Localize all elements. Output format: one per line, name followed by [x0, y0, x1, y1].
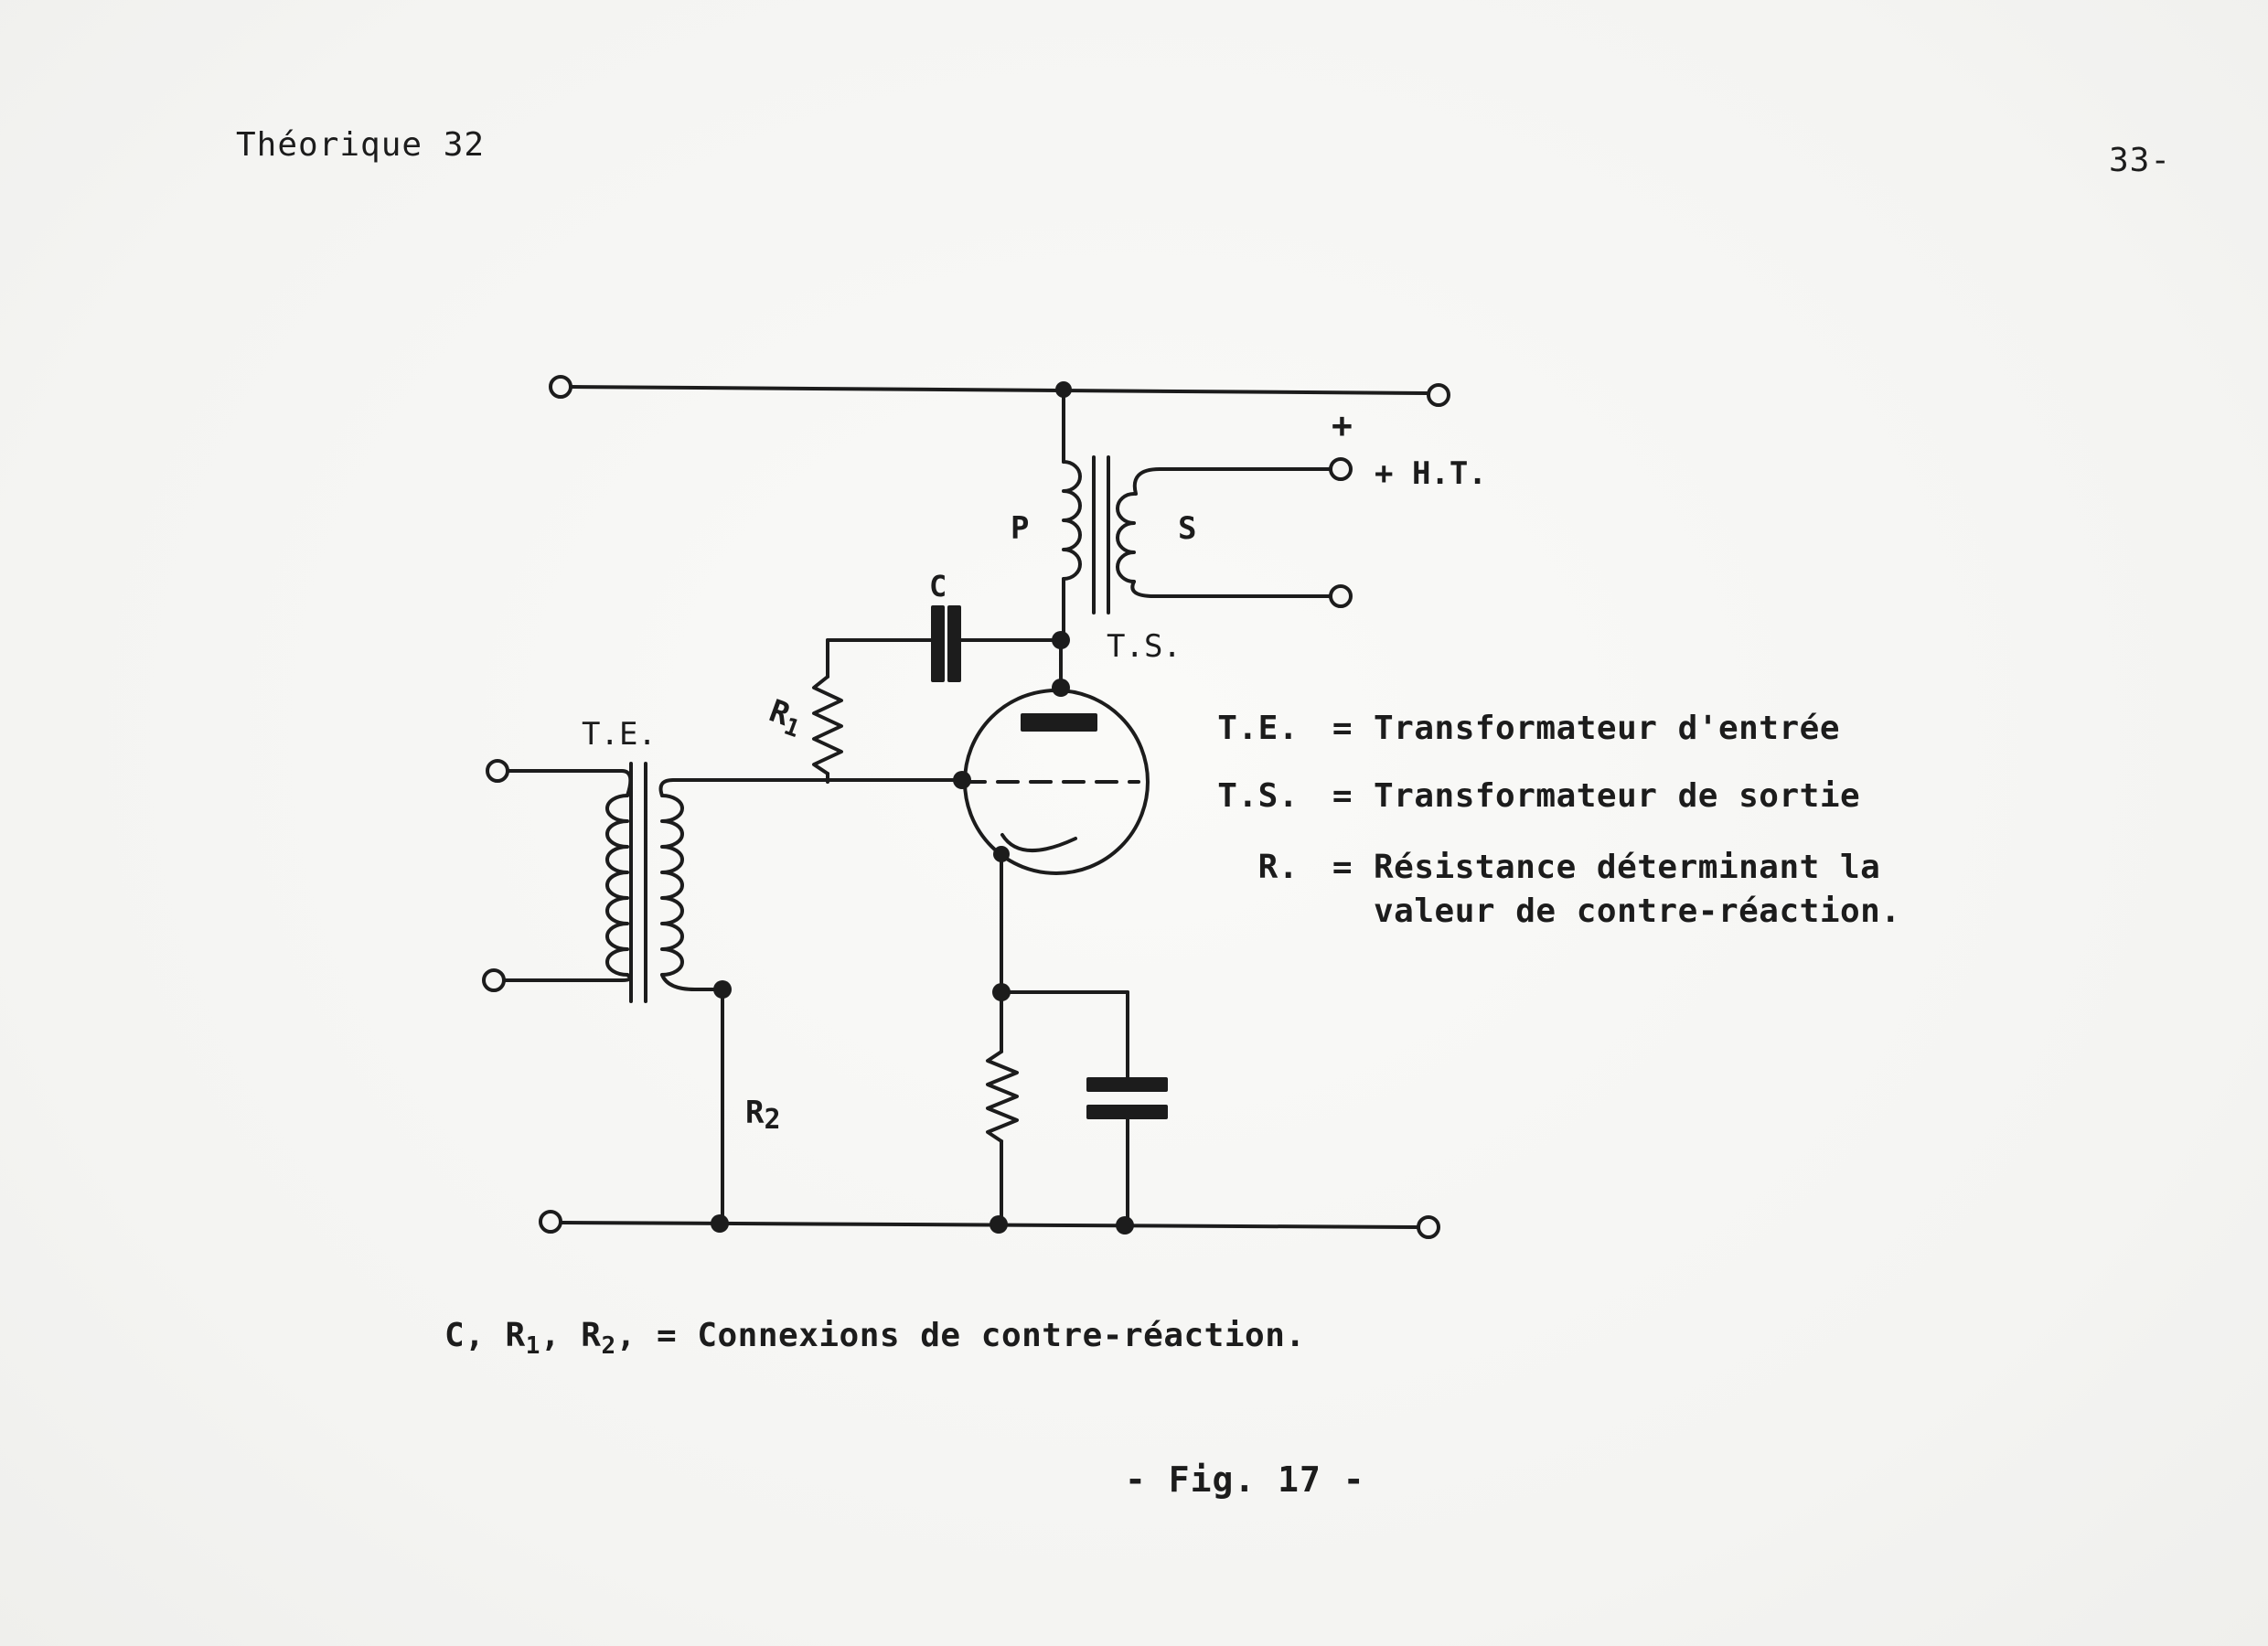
- secondary-label: S: [1178, 510, 1196, 547]
- legend-desc: Transformateur de sortie: [1374, 777, 1861, 815]
- legend-desc: Résistance déterminant la: [1374, 849, 1881, 886]
- capacitor-label: C: [929, 569, 947, 604]
- r2-top-dot: [713, 980, 732, 999]
- page-header-title: Théorique 32: [236, 126, 486, 164]
- ht-plus-sign: +: [1332, 405, 1353, 445]
- primary-label: P: [1011, 510, 1029, 547]
- tube-plate-dot: [1052, 679, 1070, 697]
- legend-desc: valeur de contre-réaction.: [1374, 892, 1901, 930]
- top-right-terminal: [1427, 383, 1450, 407]
- r2-label: R2: [745, 1095, 781, 1136]
- caption-r1-sub: 1: [525, 1332, 540, 1360]
- caption-c: C,: [444, 1317, 486, 1354]
- ht-plus-terminal: [1329, 457, 1353, 481]
- bottom-left-terminal: [539, 1210, 562, 1234]
- input-transformer-secondary: [658, 778, 829, 991]
- output-transformer-secondary: [1116, 467, 1342, 598]
- input-transformer-core: [629, 762, 647, 1003]
- caption-r2: R: [581, 1317, 602, 1354]
- diagram-caption: C, R1, R2, = Connexions de contre-réacti…: [444, 1317, 1306, 1360]
- ht-minus-terminal: [1329, 584, 1353, 608]
- bottom-junction-r2: [711, 1214, 729, 1233]
- legend-abbr: R.: [1257, 849, 1299, 886]
- cathode-resistor: [986, 990, 1019, 1227]
- legend-eq: =: [1332, 777, 1353, 815]
- top-left-terminal: [549, 375, 572, 399]
- feedback-capacitor: [826, 605, 1063, 682]
- cathode-bypass-capacitor: [1000, 990, 1168, 1227]
- output-transformer-core: [1092, 455, 1110, 615]
- legend-abbr: T.S.: [1217, 777, 1299, 815]
- output-transformer-primary: [1062, 388, 1082, 642]
- vacuum-tube: [963, 689, 1150, 875]
- caption-sep: ,: [615, 1317, 637, 1354]
- caption-r2-sub: 2: [601, 1332, 616, 1360]
- ht-label: + H.T.: [1375, 455, 1487, 492]
- output-transformer-label: T.S.: [1107, 628, 1182, 665]
- caption-sep: ,: [540, 1317, 562, 1354]
- input-transformer-primary: [497, 769, 633, 982]
- bottom-right-terminal: [1417, 1215, 1440, 1239]
- r1-label: R1: [763, 693, 808, 744]
- bottom-junction-resistor: [990, 1215, 1008, 1234]
- input-terminal-bottom: [482, 968, 506, 992]
- caption-text: = Connexions de contre-réaction.: [656, 1317, 1306, 1354]
- figure-label: - Fig. 17 -: [1125, 1459, 1365, 1500]
- legend-abbr: T.E.: [1217, 710, 1299, 747]
- legend-eq: =: [1332, 710, 1353, 747]
- top-rail-wire: [570, 385, 1428, 395]
- bottom-junction-capacitor: [1116, 1216, 1134, 1234]
- legend-eq: =: [1332, 849, 1353, 886]
- bottom-rail-wire: [560, 1221, 1419, 1229]
- input-transformer-label: T.E.: [582, 716, 657, 753]
- feedback-resistor-r1: [812, 675, 843, 784]
- legend-desc: Transformateur d'entrée: [1374, 710, 1840, 747]
- input-terminal-top: [486, 759, 509, 783]
- caption-r1: R: [505, 1317, 526, 1354]
- page-number: 33-: [2109, 142, 2172, 179]
